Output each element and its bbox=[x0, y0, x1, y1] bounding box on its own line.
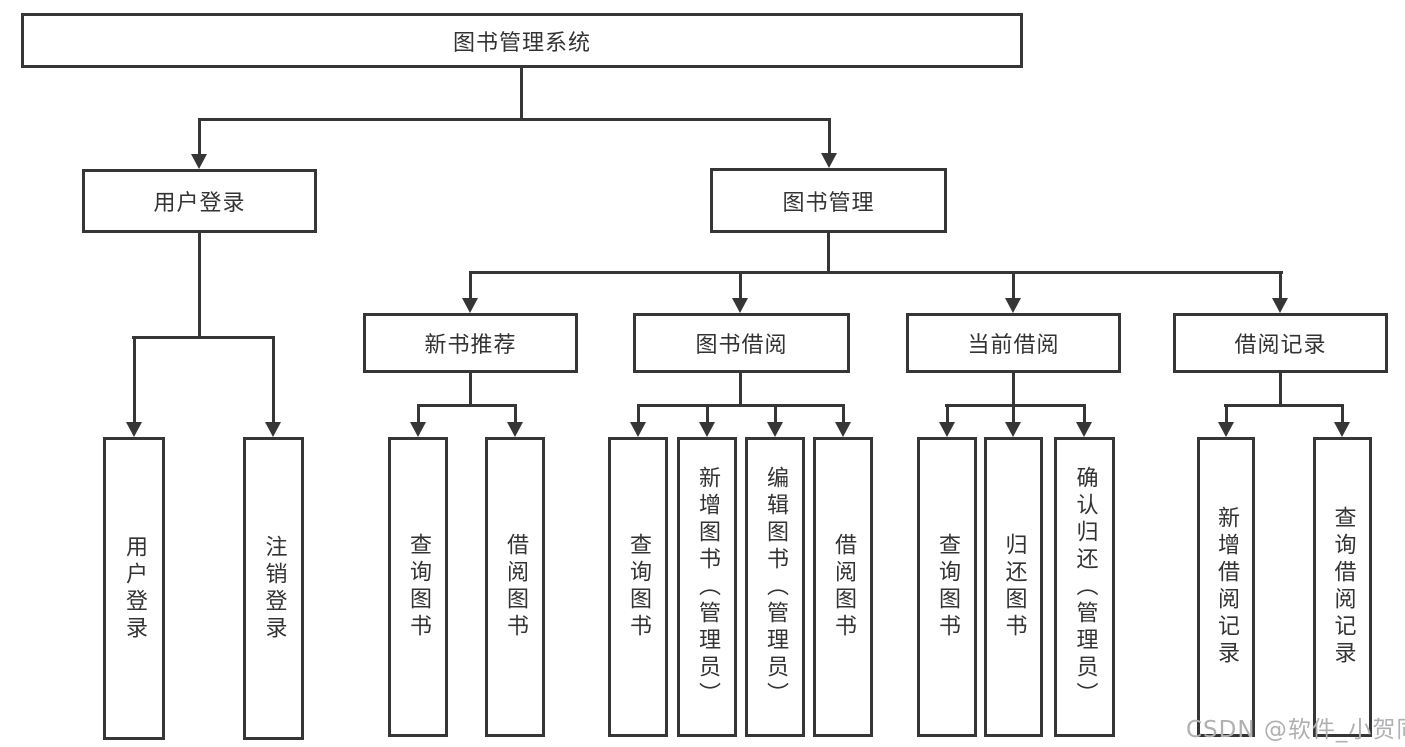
connector-root-hline bbox=[198, 118, 831, 121]
node-add-borrow-record-label: 新增借阅记录 bbox=[1214, 506, 1239, 668]
node-book-borrow-label: 图书借阅 bbox=[695, 333, 788, 358]
node-query-book-3: 查询图书 bbox=[917, 437, 977, 737]
arrow-to-current-borrow bbox=[1005, 271, 1021, 313]
arrow-to-borrow-book-2 bbox=[835, 404, 851, 437]
connector-current-borrow-stub bbox=[1012, 373, 1015, 406]
arrow-to-logout bbox=[265, 336, 281, 437]
arrow-to-confirm-return bbox=[1076, 404, 1092, 437]
connector-borrow-records-hline bbox=[1224, 404, 1344, 407]
node-user-login-leaf-label: 用户登录 bbox=[122, 534, 147, 643]
arrow-to-query-book-1 bbox=[410, 404, 426, 437]
arrow-to-new-book-rec bbox=[462, 271, 478, 313]
arrow-to-return-book bbox=[1005, 404, 1021, 437]
arrow-to-query-borrow-record bbox=[1334, 404, 1350, 437]
node-borrow-book-1: 借阅图书 bbox=[485, 437, 545, 737]
connector-book-mgmt-hline bbox=[469, 271, 1283, 274]
connector-book-borrow-stub bbox=[739, 373, 742, 406]
node-confirm-return: 确认归还（管理员） bbox=[1054, 437, 1115, 737]
node-confirm-return-label: 确认归还（管理员） bbox=[1072, 465, 1098, 709]
node-add-book-label: 新增图书（管理员） bbox=[695, 465, 720, 709]
node-logout: 注销登录 bbox=[243, 437, 304, 740]
arrow-to-add-book bbox=[699, 404, 715, 437]
arrow-to-user-login bbox=[191, 118, 207, 169]
node-add-borrow-record: 新增借阅记录 bbox=[1197, 437, 1255, 737]
arrow-to-add-borrow-record bbox=[1218, 404, 1234, 437]
node-current-borrow-label: 当前借阅 bbox=[967, 333, 1060, 358]
node-book-mgmt: 图书管理 bbox=[710, 168, 947, 233]
connector-new-book-rec-hline bbox=[417, 404, 517, 407]
node-query-book-3-label: 查询图书 bbox=[935, 533, 960, 641]
arrow-to-borrow-book-1 bbox=[507, 404, 523, 437]
node-add-book: 新增图书（管理员） bbox=[677, 437, 737, 737]
connector-borrow-records-stub bbox=[1279, 373, 1282, 406]
node-query-borrow-record-label: 查询借阅记录 bbox=[1330, 506, 1356, 668]
connector-book-borrow-hline bbox=[637, 404, 845, 407]
connector-user-login-stub bbox=[198, 233, 201, 336]
arrow-to-query-book-2 bbox=[630, 404, 646, 437]
node-borrow-book-2-label: 借阅图书 bbox=[831, 533, 856, 641]
node-new-book-rec-label: 新书推荐 bbox=[424, 333, 517, 358]
node-user-login: 用户登录 bbox=[82, 169, 317, 233]
arrow-to-borrow-records bbox=[1272, 271, 1288, 313]
node-edit-book: 编辑图书（管理员） bbox=[745, 437, 805, 737]
connector-new-book-rec-stub bbox=[469, 373, 472, 406]
connector-book-mgmt-stub bbox=[827, 233, 830, 274]
node-user-login-label: 用户登录 bbox=[153, 191, 246, 216]
node-query-book-1-label: 查询图书 bbox=[406, 533, 431, 641]
connector-root-stub bbox=[520, 68, 523, 118]
watermark-text: CSDN @软件_小贺同学 bbox=[1186, 717, 1405, 743]
node-query-book-1: 查询图书 bbox=[388, 437, 448, 737]
arrow-to-query-book-3 bbox=[939, 404, 955, 437]
node-borrow-book-2: 借阅图书 bbox=[813, 437, 873, 737]
arrow-to-edit-book bbox=[767, 404, 783, 437]
node-borrow-book-1-label: 借阅图书 bbox=[503, 533, 528, 641]
node-book-borrow: 图书借阅 bbox=[633, 313, 850, 373]
node-borrow-records: 借阅记录 bbox=[1173, 313, 1388, 373]
node-query-book-2-label: 查询图书 bbox=[626, 533, 651, 641]
node-root-label: 图书管理系统 bbox=[452, 30, 591, 56]
arrow-to-user-login-leaf bbox=[126, 336, 142, 437]
node-edit-book-label: 编辑图书（管理员） bbox=[763, 465, 788, 709]
node-current-borrow: 当前借阅 bbox=[906, 313, 1121, 373]
node-return-book: 归还图书 bbox=[984, 437, 1043, 737]
node-logout-label: 注销登录 bbox=[261, 534, 287, 643]
node-root: 图书管理系统 bbox=[21, 13, 1023, 68]
node-return-book-label: 归还图书 bbox=[1001, 533, 1027, 641]
node-book-mgmt-label: 图书管理 bbox=[782, 190, 875, 216]
node-query-borrow-record: 查询借阅记录 bbox=[1313, 437, 1372, 737]
node-new-book-rec: 新书推荐 bbox=[363, 313, 578, 373]
node-query-book-2: 查询图书 bbox=[608, 437, 668, 737]
arrow-to-book-borrow bbox=[732, 271, 748, 313]
node-borrow-records-label: 借阅记录 bbox=[1234, 333, 1327, 358]
connector-current-borrow-hline bbox=[945, 404, 1084, 407]
arrow-to-book-mgmt bbox=[821, 118, 837, 168]
connector-user-login-hline bbox=[132, 336, 275, 339]
node-user-login-leaf: 用户登录 bbox=[103, 437, 165, 740]
